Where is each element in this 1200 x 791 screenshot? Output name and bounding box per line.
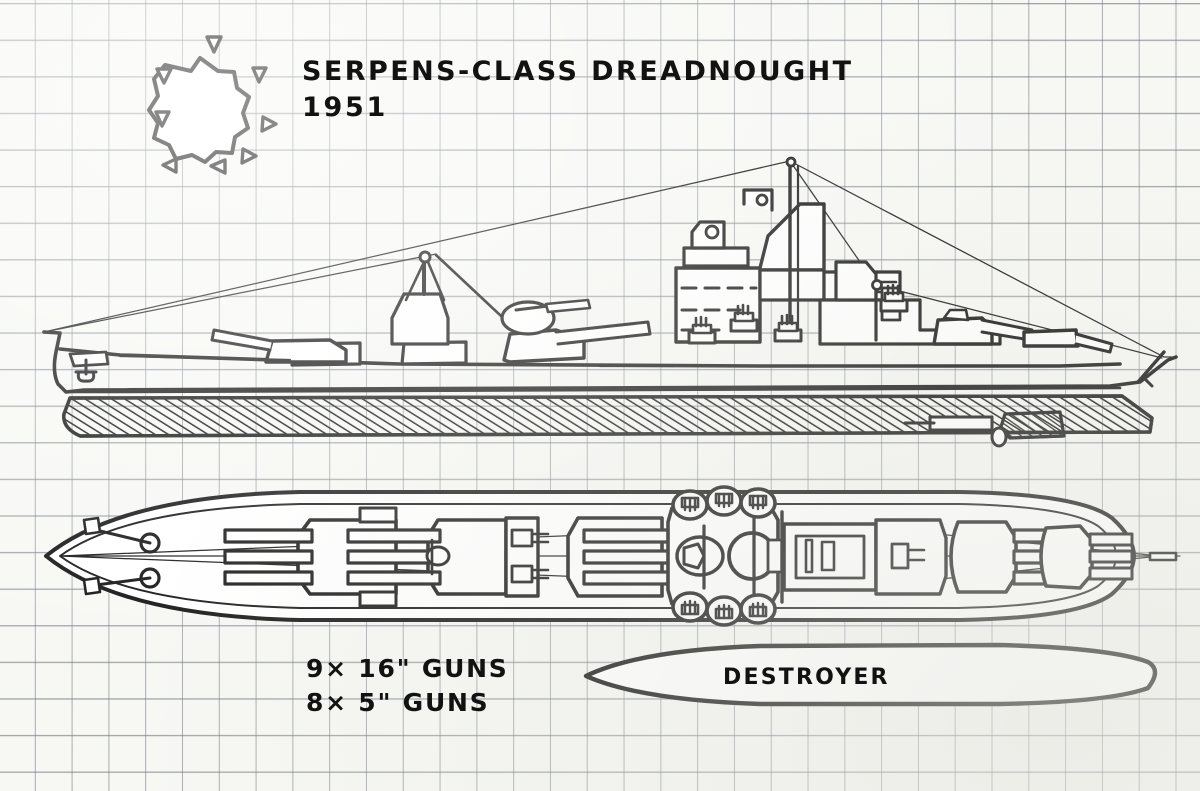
- plan-view: [44, 485, 1181, 627]
- spec-secondary-guns: 8× 5" GUNS: [306, 688, 490, 717]
- turret-c-plan: [566, 516, 680, 598]
- title-year: 1951: [302, 92, 388, 123]
- profile-view: [42, 156, 1178, 448]
- aft-deckhouse-plan: [780, 510, 948, 604]
- spec-main-guns: 9× 16" GUNS: [306, 654, 509, 683]
- page-title: SERPENS-CLASS DREADNOUGHT: [302, 56, 854, 87]
- turret-y-plan: [1039, 524, 1134, 590]
- bow-anchor: [68, 350, 110, 383]
- stern-running-gear: [903, 410, 1066, 448]
- turret-b-profile: [500, 298, 652, 364]
- turret-b-plan: [346, 518, 508, 596]
- turret-y-profile: [1022, 328, 1114, 354]
- cog-sunburst-emblem: [147, 35, 278, 175]
- destroyer-label: DESTROYER: [723, 665, 890, 690]
- superstructure-plan: [666, 504, 788, 608]
- turret-x-profile: [932, 308, 1034, 346]
